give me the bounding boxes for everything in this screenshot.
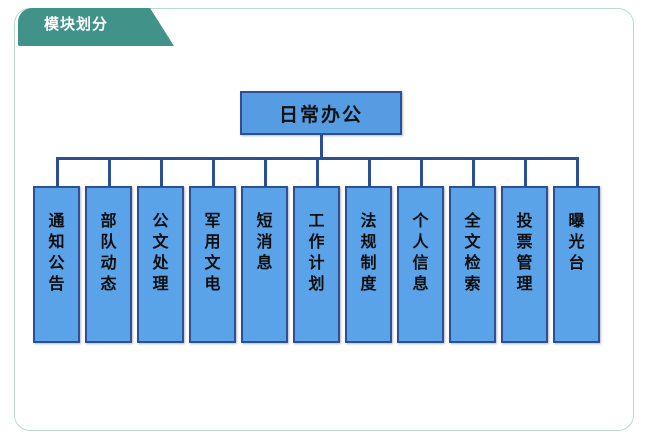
leaf-node-label-char: 公 <box>48 253 65 272</box>
leaf-node-label-char: 动 <box>100 253 117 272</box>
leaf-node-label-char: 处 <box>152 253 169 272</box>
leaf-node-label-char: 文 <box>464 232 481 251</box>
leaf-node-label-char: 票 <box>516 232 533 251</box>
connector-drop <box>55 157 59 186</box>
leaf-node-label-char: 规 <box>360 232 377 251</box>
leaf-node-label-char: 部 <box>100 211 117 230</box>
leaf-node-label: 曝光台 <box>555 210 598 273</box>
leaf-node-label-char: 通 <box>48 211 65 230</box>
leaf-node-label-char: 曝 <box>568 211 585 230</box>
leaf-node-label-char: 度 <box>360 274 377 293</box>
leaf-node-label-char: 知 <box>48 232 65 251</box>
leaf-node-label-char: 短 <box>256 211 273 230</box>
leaf-node-label-char: 法 <box>360 211 377 230</box>
leaf-node-label-char: 制 <box>360 253 377 272</box>
leaf-node[interactable]: 投票管理 <box>501 186 548 343</box>
leaf-node-label-char: 管 <box>516 253 533 272</box>
leaf-node-label-char: 用 <box>204 232 221 251</box>
root-node[interactable]: 日常办公 <box>240 91 402 135</box>
leaf-node-label-char: 理 <box>152 274 169 293</box>
leaf-node[interactable]: 短消息 <box>241 186 288 343</box>
connector-drop <box>211 157 215 186</box>
leaf-node[interactable]: 军用文电 <box>189 186 236 343</box>
leaf-node[interactable]: 全文检索 <box>449 186 496 343</box>
leaf-node-label-char: 检 <box>464 253 481 272</box>
leaf-node-label-char: 告 <box>48 274 65 293</box>
leaf-node-label-char: 理 <box>516 274 533 293</box>
leaf-node-label-char: 计 <box>308 253 325 272</box>
leaf-node-label-char: 工 <box>308 211 325 230</box>
leaf-node-label: 工作计划 <box>295 210 338 294</box>
leaf-node-label: 短消息 <box>243 210 286 273</box>
leaf-node-label: 全文检索 <box>451 210 494 294</box>
connector-drop <box>523 157 527 186</box>
leaf-node-label-char: 息 <box>412 274 429 293</box>
leaf-node[interactable]: 曝光台 <box>553 186 600 343</box>
leaf-node-label-char: 队 <box>100 232 117 251</box>
leaf-node-label-char: 态 <box>100 274 117 293</box>
connector-drop <box>315 157 319 186</box>
leaf-node-label: 投票管理 <box>503 210 546 294</box>
leaf-node[interactable]: 工作计划 <box>293 186 340 343</box>
leaf-node-label: 个人信息 <box>399 210 442 294</box>
root-node-label: 日常办公 <box>278 103 363 126</box>
leaf-node-label-char: 索 <box>464 274 481 293</box>
leaf-node-label-char: 光 <box>568 232 585 251</box>
leaf-node-label-char: 个 <box>412 211 429 230</box>
leaf-node-label-char: 公 <box>152 211 169 230</box>
leaf-node-label-char: 文 <box>152 232 169 251</box>
connector-drop <box>419 157 423 186</box>
leaf-node-label: 部队动态 <box>87 210 130 294</box>
leaf-node[interactable]: 个人信息 <box>397 186 444 343</box>
leaf-node-label-char: 电 <box>204 274 221 293</box>
connector-root-stem <box>320 134 323 160</box>
connector-drop <box>159 157 163 186</box>
section-tab-slant <box>150 8 174 46</box>
section-tab <box>18 8 150 46</box>
leaf-node-label-char: 军 <box>204 211 221 230</box>
connector-drop <box>471 157 475 186</box>
connector-drop <box>263 157 267 186</box>
leaf-node-label-char: 文 <box>204 253 221 272</box>
section-tab-label: 模块划分 <box>44 15 109 33</box>
leaf-node[interactable]: 部队动态 <box>85 186 132 343</box>
leaf-node[interactable]: 法规制度 <box>345 186 392 343</box>
leaf-node-label-char: 息 <box>256 253 273 272</box>
leaf-node-label: 军用文电 <box>191 210 234 294</box>
leaf-node[interactable]: 通知公告 <box>33 186 80 343</box>
leaf-node-label: 法规制度 <box>347 210 390 294</box>
leaf-node-label: 通知公告 <box>35 210 78 294</box>
leaf-node-label-char: 划 <box>308 274 325 293</box>
leaf-node-label: 公文处理 <box>139 210 182 294</box>
leaf-node-label-char: 投 <box>516 211 533 230</box>
leaf-node-label-char: 消 <box>256 232 273 251</box>
leaf-node-label-char: 作 <box>308 232 325 251</box>
leaf-node-label-char: 全 <box>464 211 481 230</box>
leaf-node-label-char: 信 <box>412 253 429 272</box>
connector-drop <box>367 157 371 186</box>
leaf-node-label-char: 人 <box>412 232 429 251</box>
leaf-node-label-char: 台 <box>568 253 585 272</box>
leaf-node[interactable]: 公文处理 <box>137 186 184 343</box>
connector-drop <box>107 157 111 186</box>
connector-drop <box>575 157 579 186</box>
